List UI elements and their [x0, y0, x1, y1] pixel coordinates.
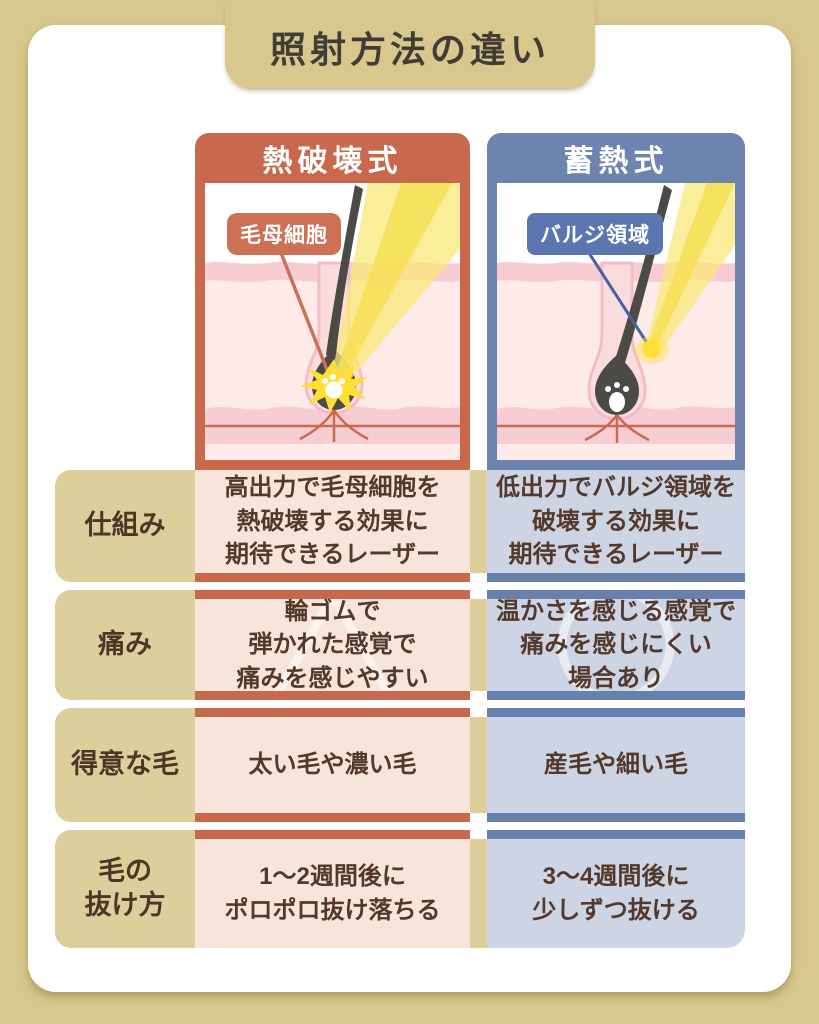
page-title: 照射方法の違い — [269, 29, 550, 70]
stacking-illustration-panel: バルジ領域 — [487, 183, 745, 470]
cell-suitable-thermal: 太い毛や濃い毛 — [195, 708, 470, 822]
cell-text: 太い毛や濃い毛 — [248, 751, 417, 779]
cell-shedding-thermal: 1〜2週間後に ポロポロ抜け落ちる — [195, 830, 470, 948]
cell-text: 高出力で毛母細胞を 熱破壊する効果に 期待できるレーザー — [224, 474, 441, 569]
callout-bulge-region: バルジ領域 — [527, 213, 663, 255]
cell-text: 産毛や細い毛 — [544, 751, 688, 779]
row-shedding: 毛の 抜け方 1〜2週間後に ポロポロ抜け落ちる 3〜4週間後に 少しずつ抜ける — [55, 830, 745, 948]
header-stacking-label: 蓄熱式 — [563, 145, 669, 178]
comparison-table: 仕組み 高出力で毛母細胞を 熱破壊する効果に 期待できるレーザー 低出力でバルジ… — [55, 470, 745, 948]
column-gap-strip — [470, 470, 487, 582]
cell-shedding-stacking: 3〜4週間後に 少しずつ抜ける — [487, 830, 745, 948]
header-thermal-label: 熱破壊式 — [262, 145, 403, 178]
cell-text: 3〜4週間後に 少しずつ抜ける — [532, 862, 700, 924]
cell-text: 低出力でバルジ領域を 破壊する効果に 期待できるレーザー — [496, 474, 736, 569]
header-heat-stacking: 蓄熱式 — [487, 133, 745, 183]
row-label-mechanism: 仕組み — [55, 470, 195, 582]
thermal-skin-diagram-icon — [205, 183, 460, 460]
cell-pain-stacking: 温かさを感じる感覚で 痛みを感じにくい 場合あり — [487, 590, 745, 700]
row-suitable-hair: 得意な毛 太い毛や濃い毛 産毛や細い毛 — [55, 708, 745, 822]
cell-mechanism-stacking: 低出力でバルジ領域を 破壊する効果に 期待できるレーザー — [487, 470, 745, 582]
row-label-suitable-hair: 得意な毛 — [55, 708, 195, 822]
title-tab: 照射方法の違い — [225, 0, 595, 88]
row-pain: 痛み 輪ゴムで 弾かれた感覚で 痛みを感じやすい 温かさを感じる感覚で 痛みを感… — [55, 590, 745, 700]
stacking-skin-diagram-icon — [497, 183, 735, 460]
row-label-pain: 痛み — [55, 590, 195, 700]
column-gap-strip — [470, 590, 487, 700]
pain-circle-icon — [557, 599, 675, 691]
cell-text: 1〜2週間後に ポロポロ抜け落ちる — [224, 862, 441, 924]
column-gap-strip — [470, 830, 487, 948]
callout-hair-matrix: 毛母細胞 — [227, 213, 341, 255]
cell-suitable-stacking: 産毛や細い毛 — [487, 708, 745, 822]
cell-text: 温かさを感じる感覚で 痛みを感じにくい 場合あり — [496, 597, 736, 692]
header-thermal-destruction: 熱破壊式 — [195, 133, 470, 183]
column-gap-strip — [470, 708, 487, 822]
row-label-shedding: 毛の 抜け方 — [55, 830, 195, 948]
cell-pain-thermal: 輪ゴムで 弾かれた感覚で 痛みを感じやすい — [195, 590, 470, 700]
thermal-illustration-panel: 毛母細胞 — [195, 183, 470, 470]
cell-mechanism-thermal: 高出力で毛母細胞を 熱破壊する効果に 期待できるレーザー — [195, 470, 470, 582]
row-mechanism: 仕組み 高出力で毛母細胞を 熱破壊する効果に 期待できるレーザー 低出力でバルジ… — [55, 470, 745, 582]
pain-triangle-icon — [273, 599, 392, 691]
cell-text: 輪ゴムで 弾かれた感覚で 痛みを感じやすい — [236, 597, 429, 692]
